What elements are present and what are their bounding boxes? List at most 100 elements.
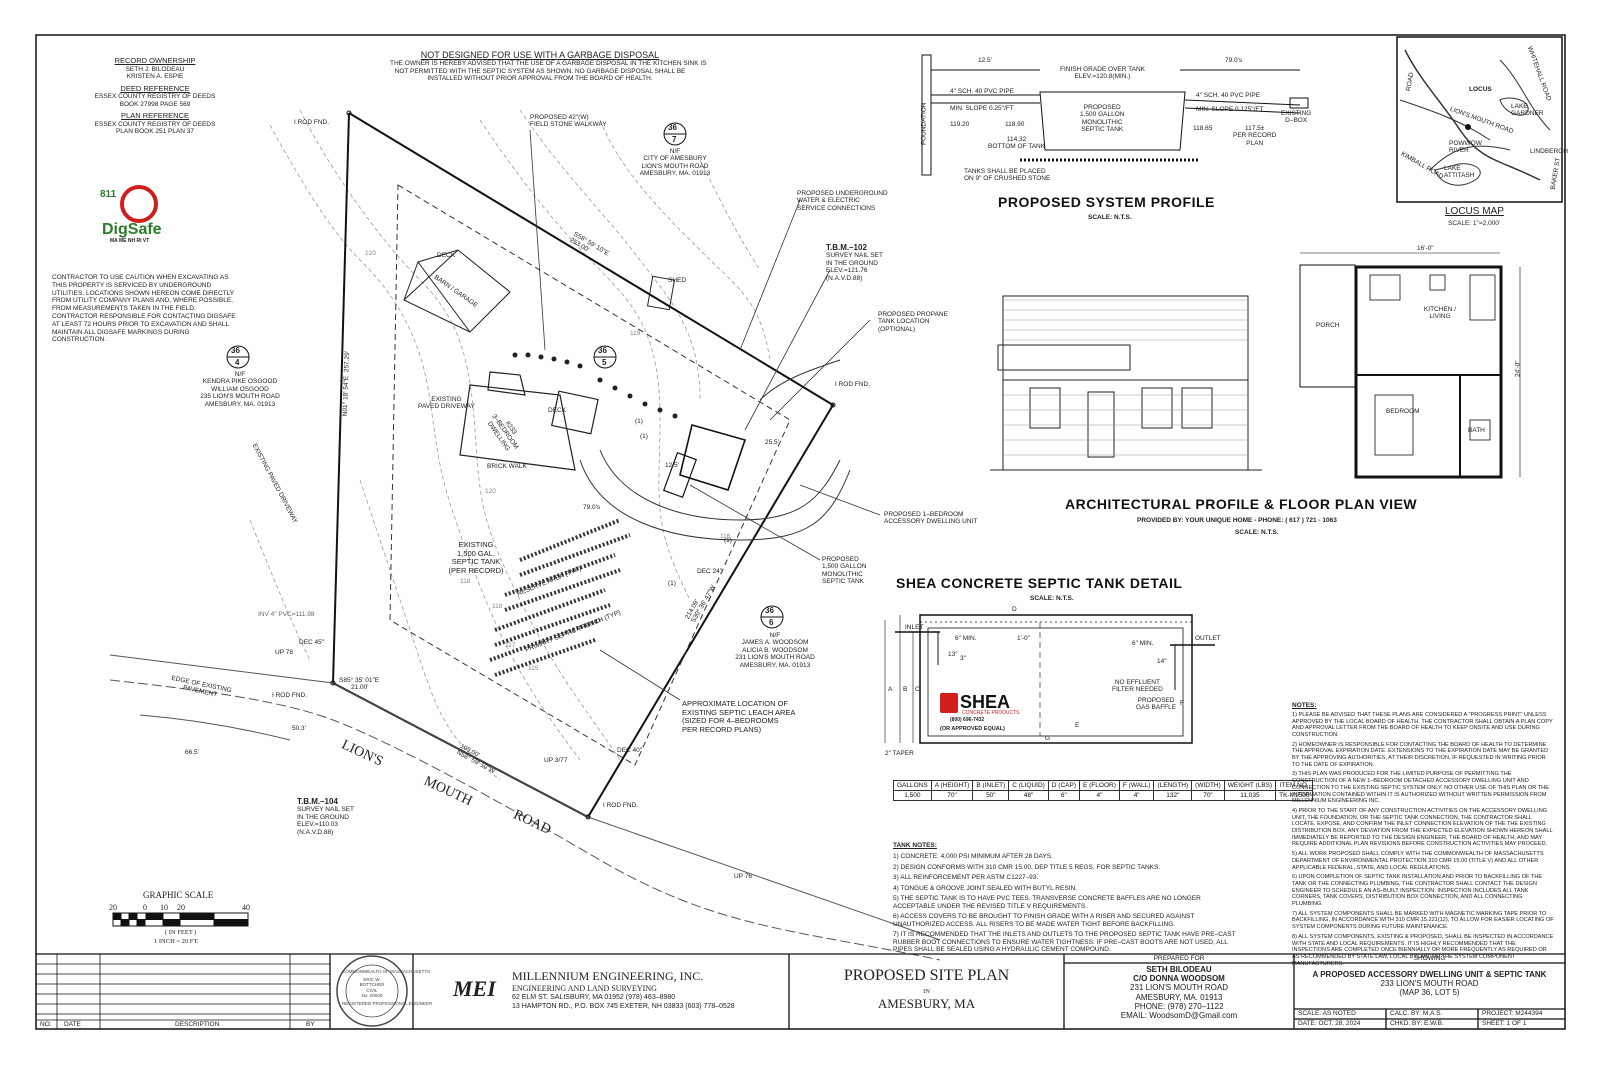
tank-table-header: GALLONS A (HEIGHT) B (INLET) C (LIQUID) … <box>893 780 1314 791</box>
tank-note: 2) DESIGN CONFORMS WITH 310 CMR 15.00, D… <box>893 863 1161 871</box>
scale-ratio: 1 INCH = 20 FT. <box>154 938 199 945</box>
profile-line: EXISTING <box>1281 110 1312 117</box>
tank-td: 132" <box>1153 790 1193 801</box>
tank-th: E (FLOOR) <box>1079 780 1120 791</box>
leach-callout: APPROXIMATE LOCATION OF EXISTING SEPTIC … <box>682 699 795 735</box>
tank-detail-scale: SCALE: N.T.S. <box>1030 595 1074 602</box>
seal-line: No. 00000 <box>361 992 383 998</box>
dim-50-3: 50.3' <box>292 725 306 732</box>
lot-line: WILLIAM OSGOOD <box>211 385 269 393</box>
tank-taper: 2" TAPER <box>885 750 914 757</box>
scale-tick: 10 <box>160 903 168 912</box>
callout-line: (SIZED FOR 4–BEDROOMS <box>682 716 779 726</box>
callout-line: ELEV.=121.76 <box>826 267 868 275</box>
system-profile-scale: SCALE: N.T.S. <box>1088 214 1132 221</box>
setback-line <box>389 184 791 766</box>
digsafe-logo: 811 DigSafe MA ME NH RI VT <box>100 185 178 245</box>
floor-plan-drawing <box>1299 252 1521 479</box>
owner-line: SETH J. BILODEAU <box>125 65 185 73</box>
tank-letter-g: G <box>1045 735 1051 742</box>
dim-79: 79.0's <box>583 504 601 511</box>
engineer-seal <box>336 955 408 1027</box>
callout-line: SERVICE CONNECTIONS <box>797 204 876 212</box>
tbm102-callout: T.B.M.–102 SURVEY NAIL SET IN THE GROUND… <box>826 243 883 282</box>
callout-line: PROPOSED PROPANE <box>878 311 948 318</box>
callout-line: APPROXIMATE LOCATION OF <box>682 699 788 708</box>
up-78: UP 78 <box>275 649 293 656</box>
owner-line: KRISTEN A. ESPIE <box>126 73 184 81</box>
ownership-title: RECORD OWNERSHIP <box>114 56 196 65</box>
tank-letter-a: A <box>888 686 893 693</box>
tbm104-callout: T.B.M.–104 SURVEY NAIL SET IN THE GROUND… <box>297 797 354 836</box>
meta-calc: CALC. BY: M.A.S. <box>1390 1010 1443 1017</box>
callout-line: PROPOSED 1–BEDROOM <box>884 511 964 518</box>
shea-tank-drawing <box>884 614 1215 744</box>
locus-scale: SCALE: 1"=2,000' <box>1448 220 1501 227</box>
tank-14: 14" <box>1157 658 1167 665</box>
tank-letter-d: D <box>1012 606 1017 613</box>
garbage-notice-line: INSTALLED WITHOUT PRIOR APPROVAL FROM TH… <box>427 75 653 83</box>
profile-stone: TANKS SHALL BE PLACED ON 9" OF CRUSHED S… <box>964 168 1050 183</box>
lot-num-36-7: 7 <box>672 135 677 144</box>
lot-map-36-5: 36 <box>598 346 607 355</box>
tank-line: GAS BAFFLE <box>1136 704 1177 712</box>
up-76: UP 76 <box>734 873 752 880</box>
callout-line: PROPOSED 42"(W) <box>530 114 589 121</box>
brick-walk-label: BRICK WALK <box>487 463 527 470</box>
company-sub: ENGINEERING AND LAND SURVEYING <box>512 984 657 993</box>
callout-line: IN THE GROUND <box>826 259 878 267</box>
contour-label: 117 <box>505 642 516 649</box>
lot-line: KENDRA PIKE OSGOOD <box>202 378 278 386</box>
graphic-scale-bar <box>112 912 249 927</box>
shed-label: SHED <box>668 277 687 284</box>
tank-letter-f: F <box>1180 700 1184 707</box>
lot-circles <box>226 122 784 629</box>
tank-filter: NO EFFLUENT FILTER NEEDED <box>1112 679 1163 694</box>
tank-td: 70" <box>1191 790 1225 801</box>
profile-foundation: FOUNDATION <box>920 102 928 145</box>
room-porch: PORCH <box>1316 322 1340 329</box>
profile-tank: PROPOSED 1,500 GALLON MONOLITHIC SEPTIC … <box>1080 104 1124 134</box>
callout-line: (N.A.V.D.88) <box>826 274 863 282</box>
prepared-line: 231 LION'S MOUTH ROAD <box>1130 983 1228 993</box>
tank-line: FILTER NEEDED <box>1112 686 1163 694</box>
general-note: 2) HOMEOWNER IS RESPONSIBLE FOR CONTACTI… <box>1292 741 1549 768</box>
rev-desc-header: DESCRIPTION <box>175 1021 220 1028</box>
tank-baffle: PROPOSED GAS BAFFLE <box>1136 697 1176 712</box>
callout-line: 1,500 GALLON <box>822 563 867 571</box>
tank-td: TK-M1500 <box>1275 790 1314 801</box>
plan-in: IN <box>923 988 930 995</box>
deck2-label: DECK <box>548 407 567 414</box>
profile-slope-left: MIN. SLOPE 0.25"/FT <box>950 105 1014 112</box>
contour-label: 116 <box>720 533 731 540</box>
garbage-notice-title: NOT DESIGNED FOR USE WITH A GARBAGE DISP… <box>420 50 660 60</box>
septic-tag: (1) <box>640 433 648 440</box>
callout-line: (N.A.V.D.88) <box>297 828 334 836</box>
profile-dim-left: 12.5' <box>978 57 992 64</box>
profile-finish-grade: FINISH GRADE OVER TANK ELEV.=120.8(MIN.) <box>1060 66 1145 81</box>
meta-project: PROJECT: M244394 <box>1482 1010 1543 1017</box>
tank-td: 4" <box>1118 790 1155 801</box>
shea-brand: SHEA <box>960 692 1011 712</box>
company-name: MILLENNIUM ENGINEERING, INC. <box>512 969 704 983</box>
callout-line: PROPOSED <box>822 556 859 563</box>
prepared-line: SETH BILODEAU <box>1146 965 1212 974</box>
floor-width-dim: 16'-0" <box>1417 245 1434 252</box>
dim-12-5: 12.5' <box>665 462 679 469</box>
tank-line: NO EFFLUENT <box>1114 679 1160 686</box>
locus-label: POWWOW RIVER <box>1449 140 1482 155</box>
seal-line: ERIC W. <box>363 977 381 983</box>
driveway <box>579 359 851 541</box>
digsafe-states: MA ME NH RI VT <box>110 238 150 244</box>
lot-map-36-4: 36 <box>231 346 240 355</box>
tank-13: 13" <box>948 651 958 658</box>
profile-line: MONOLITHIC <box>1081 118 1123 126</box>
profile-dim-right: 79.0's <box>1225 57 1243 64</box>
shea-logo: SHEA CONCRETE PRODUCTS (800) 696-7432 (O… <box>940 692 1032 733</box>
plan-line: PLAN BOOK 251 PLAN 37 <box>115 128 195 136</box>
inv-label: INV 4" PVC=111.98 <box>258 611 315 618</box>
profile-line: SEPTIC TANK <box>1081 126 1124 134</box>
lot-line: CITY OF AMESBURY <box>643 155 707 163</box>
callout-line: WATER & ELECTRIC <box>797 197 860 205</box>
contour-label: 120 <box>485 488 496 495</box>
